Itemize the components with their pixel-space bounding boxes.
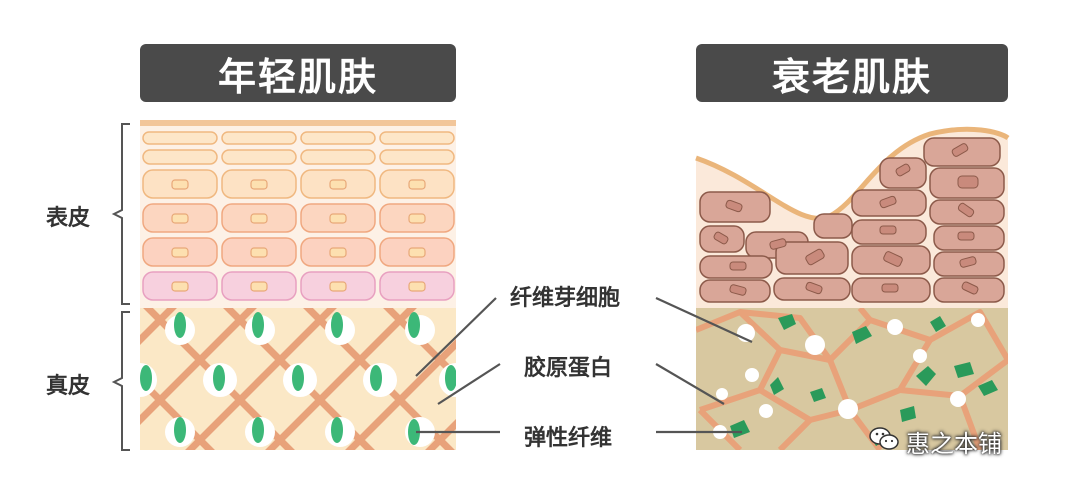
dermis-label: 真皮: [46, 368, 90, 400]
watermark: 惠之本铺: [868, 424, 1002, 459]
elastin-label: 弹性纤维: [524, 420, 612, 452]
epidermis-bracket: [114, 124, 130, 304]
young-epidermis: [140, 120, 456, 308]
collagen-label: 胶原蛋白: [524, 350, 612, 382]
dermis-bracket: [114, 312, 130, 450]
wechat-icon: [868, 425, 900, 459]
young-dermis: [20, 300, 580, 460]
aged-epidermis: [696, 129, 1008, 308]
fibroblast-label: 纤维芽细胞: [510, 280, 620, 312]
watermark-text: 惠之本铺: [906, 424, 1002, 459]
epidermis-label: 表皮: [46, 200, 90, 232]
